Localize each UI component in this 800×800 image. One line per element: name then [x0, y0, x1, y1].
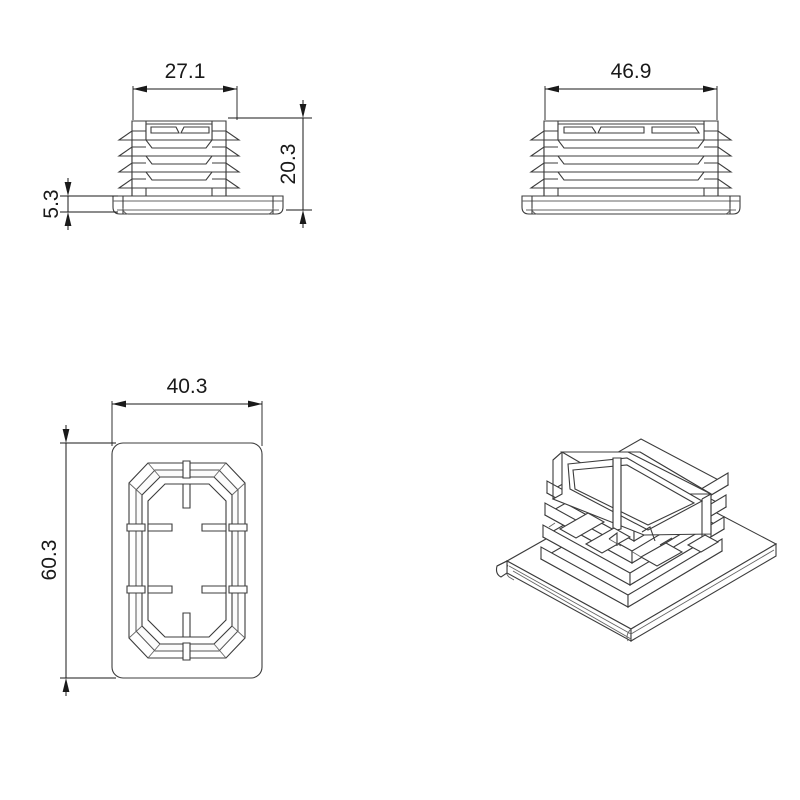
isometric-view [495, 438, 778, 642]
dimension-27-1: 27.1 [132, 60, 238, 120]
side-fin-row-1 [529, 123, 733, 141]
side-fin-row-2 [529, 139, 733, 157]
side-fin-row-3 [529, 155, 733, 173]
dimension-label-60-3: 60.3 [38, 540, 61, 581]
dimension-46-9: 46.9 [544, 60, 718, 120]
dimension-5-3: 5.3 [40, 178, 118, 230]
iso-body-cavity [551, 451, 714, 540]
plan-octagon-inner [147, 483, 227, 638]
front-fin-row-4 [117, 171, 241, 196]
plan-ribs-vertical [182, 460, 191, 661]
dimension-label-5-3: 5.3 [40, 189, 63, 218]
dimension-label-27-1: 27.1 [165, 60, 206, 83]
dimension-label-20-3: 20.3 [277, 144, 300, 185]
dimension-60-3: 60.3 [38, 425, 116, 696]
plan-ribs-horizontal [126, 523, 248, 594]
front-elevation-view: 27.1 20.3 5.3 [40, 60, 312, 230]
iso-gussets [548, 522, 673, 546]
plan-corner-gussets [128, 462, 246, 659]
front-flange [112, 195, 284, 215]
dimension-20-3: 20.3 [228, 100, 312, 228]
dimension-40-3: 40.3 [111, 375, 263, 446]
iso-slot-pads [558, 512, 720, 567]
plan-view: 40.3 60.3 [38, 375, 263, 696]
side-elevation-view: 46.9 [521, 60, 741, 215]
side-fin-row-4 [529, 171, 733, 196]
dimension-label-40-3: 40.3 [167, 375, 208, 398]
side-flange [521, 195, 741, 215]
dimension-label-46-9: 46.9 [611, 60, 652, 83]
